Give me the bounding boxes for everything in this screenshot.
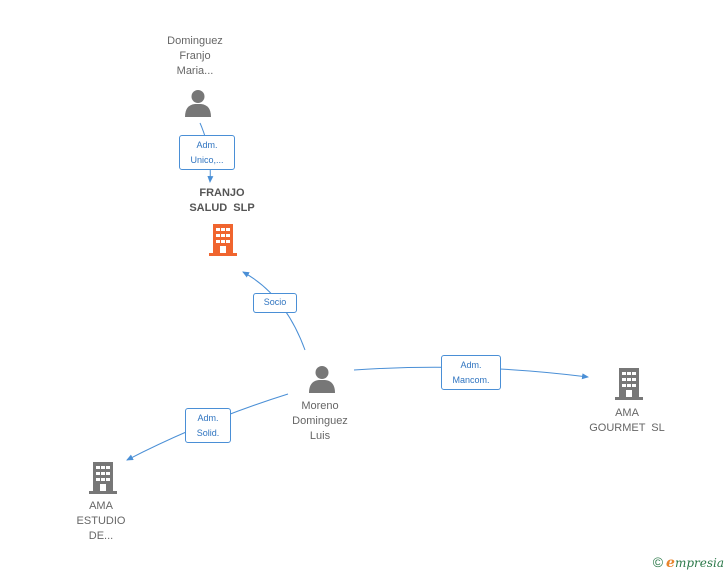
empresia-brand[interactable]: ©empresia <box>653 554 724 571</box>
node-moreno-dominguez-luis[interactable]: Moreno Dominguez Luis <box>270 399 370 444</box>
node-dominguez-franjo-maria[interactable]: Dominguez Franjo Maria... <box>145 34 245 79</box>
building-icon[interactable] <box>207 222 239 258</box>
edge-label-adm-unico[interactable]: Adm. Unico,... <box>179 135 235 170</box>
node-label: AMA ESTUDIO DE... <box>76 500 126 542</box>
edge-label-adm-solid[interactable]: Adm. Solid. <box>185 408 231 443</box>
node-label: FRANJO SALUD SLP <box>189 187 255 214</box>
building-icon[interactable] <box>613 366 645 402</box>
copyright-icon: © <box>652 554 664 570</box>
brand-initial: e <box>666 555 675 571</box>
brand-name: mpresia <box>674 556 724 570</box>
node-label: Dominguez Franjo Maria... <box>167 35 223 77</box>
node-franjo-salud-slp[interactable]: FRANJO SALUD SLP <box>160 186 284 216</box>
node-ama-gourmet-sl[interactable]: AMA GOURMET SL <box>572 406 682 436</box>
edge-label-socio[interactable]: Socio <box>253 293 297 313</box>
building-icon[interactable] <box>87 460 119 496</box>
person-icon[interactable] <box>183 88 213 118</box>
person-icon[interactable] <box>307 364 337 394</box>
node-label: AMA GOURMET SL <box>589 407 665 434</box>
edge-label-adm-mancom[interactable]: Adm. Mancom. <box>441 355 501 390</box>
node-ama-estudio[interactable]: AMA ESTUDIO DE... <box>51 499 151 544</box>
node-label: Moreno Dominguez Luis <box>292 400 348 442</box>
